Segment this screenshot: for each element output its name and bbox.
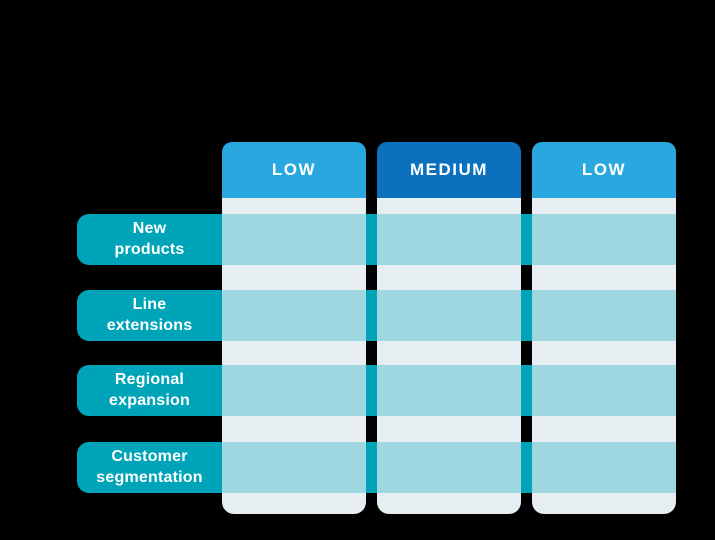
cell: [377, 214, 521, 265]
cell: [222, 290, 366, 341]
row-label-line-extensions: Line extensions: [106, 295, 193, 334]
cell: [377, 365, 521, 416]
cell: [532, 290, 676, 341]
row-label-regional-expansion: Regional expansion: [109, 370, 190, 409]
column-header-2-medium: MEDIUM: [377, 142, 521, 198]
cell: [222, 365, 366, 416]
column-header-1-low: LOW: [222, 142, 366, 198]
cell: [377, 442, 521, 493]
cell: [532, 365, 676, 416]
cell: [222, 442, 366, 493]
row-label-customer-segmentation: Customer segmentation: [96, 447, 203, 486]
matrix-column-2: [377, 198, 521, 514]
matrix-column-1: [222, 198, 366, 514]
cell: [532, 442, 676, 493]
column-header-3-low: LOW: [532, 142, 676, 198]
cell: [532, 214, 676, 265]
cell: [222, 214, 366, 265]
row-label-new-products: New products: [114, 219, 185, 258]
matrix-column-3: [532, 198, 676, 514]
cell: [377, 290, 521, 341]
